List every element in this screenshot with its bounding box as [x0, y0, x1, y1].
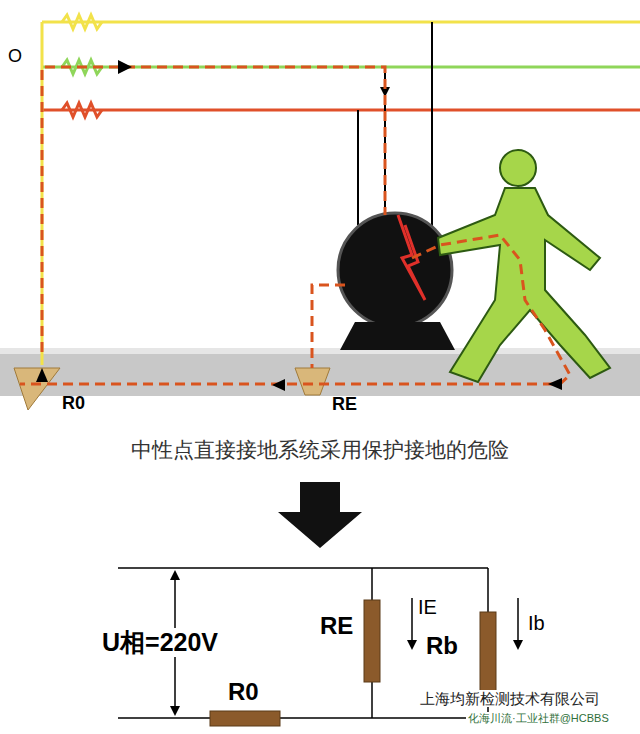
resistor-label: Rb	[426, 632, 458, 660]
node-label: O	[8, 46, 22, 67]
voltage-label: U相=220V	[100, 628, 220, 657]
ground	[0, 352, 640, 396]
resistor-label: RE	[320, 612, 353, 640]
resistor-label: RE	[332, 394, 357, 415]
watermark: 上海均新检测技术有限公司	[418, 690, 602, 707]
motor-wires	[358, 22, 432, 228]
earth-electrode	[14, 368, 60, 410]
transform-arrow	[278, 482, 362, 548]
resistor-label: R0	[62, 393, 85, 414]
motor	[338, 213, 452, 327]
ground-surface	[0, 348, 640, 354]
current-arrows	[36, 60, 562, 391]
watermark: 化海川流·工业社群@HCBBS	[466, 712, 611, 725]
resistor-symbol	[364, 600, 380, 682]
fault-current-path	[20, 67, 570, 384]
resistor-symbol	[480, 612, 496, 692]
person	[438, 150, 610, 382]
current-label: IE	[418, 596, 437, 619]
caption: 中性点直接接地系统采用保护接地的危险	[131, 438, 509, 462]
earth-electrode	[295, 368, 330, 395]
motor-base	[340, 322, 455, 350]
resistor-label: R0	[228, 678, 259, 706]
fault-spark	[398, 215, 425, 300]
current-label: Ib	[528, 612, 545, 635]
resistor-symbol	[210, 711, 280, 726]
